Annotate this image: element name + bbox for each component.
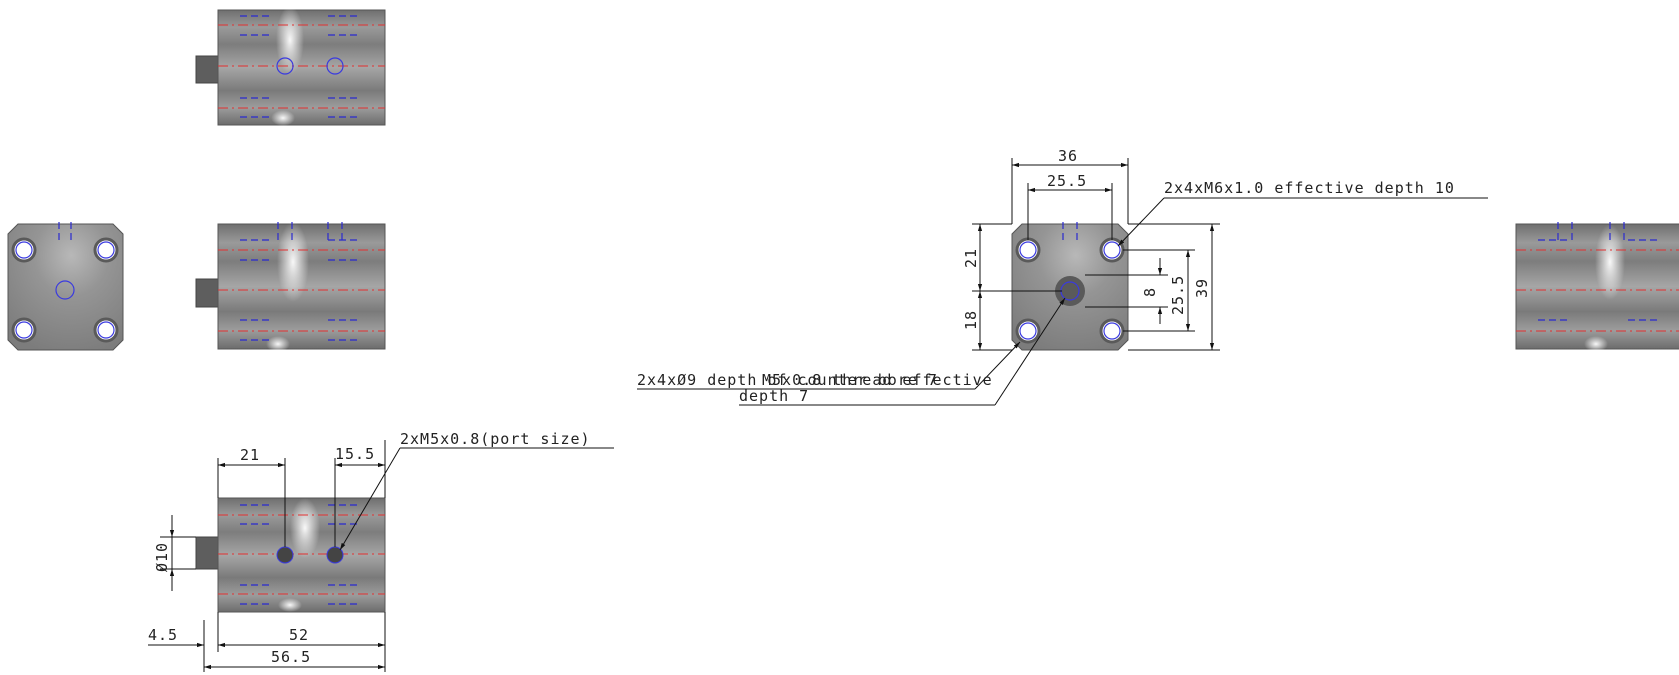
dim-rod-diameter: Ø10	[153, 542, 171, 572]
front-view	[1011, 222, 1129, 351]
dim-rod-extension: 4.5	[148, 626, 178, 644]
callout-rod-thread-line1: M5x0.8 thread effective	[762, 371, 993, 389]
side-view-middle	[195, 222, 386, 352]
dim-front-hole-pitch-h: 25.5	[1047, 172, 1087, 190]
side-view-right-partial	[1515, 222, 1679, 352]
dim-front-hole-pitch-v: 25.5	[1169, 275, 1187, 315]
dim-front-height: 39	[1193, 278, 1211, 298]
end-view-left	[7, 222, 124, 351]
side-view-bottom	[195, 497, 386, 613]
dim-front-port-offset: 8	[1141, 287, 1159, 297]
dim-bottom-port-offset: 15.5	[335, 445, 375, 463]
dim-overall-length: 56.5	[271, 648, 311, 666]
front-view-dimensions: 36 25.5 21 18 8 25.5 39 2x4xM6x1.0 effec…	[637, 147, 1488, 406]
dim-front-lower-height: 18	[962, 310, 980, 330]
dim-body-length: 52	[289, 626, 309, 644]
top-view	[195, 6, 386, 126]
dim-bottom-port-spacing: 21	[240, 446, 260, 464]
bottom-view-dimensions: 21 15.5 Ø10 4.5 52 56.5 2xM5x0.8(port si…	[148, 430, 614, 672]
dim-front-upper-height: 21	[962, 248, 980, 268]
callout-mounting-thread: 2x4xM6x1.0 effective depth 10	[1164, 179, 1455, 197]
callout-rod-thread-line2: depth 7	[739, 387, 809, 405]
callout-port-size: 2xM5x0.8(port size)	[400, 430, 591, 448]
callout-counterbore: 2x4xØ9 depth of counter bore 7	[637, 371, 938, 389]
dim-front-width: 36	[1058, 147, 1078, 165]
